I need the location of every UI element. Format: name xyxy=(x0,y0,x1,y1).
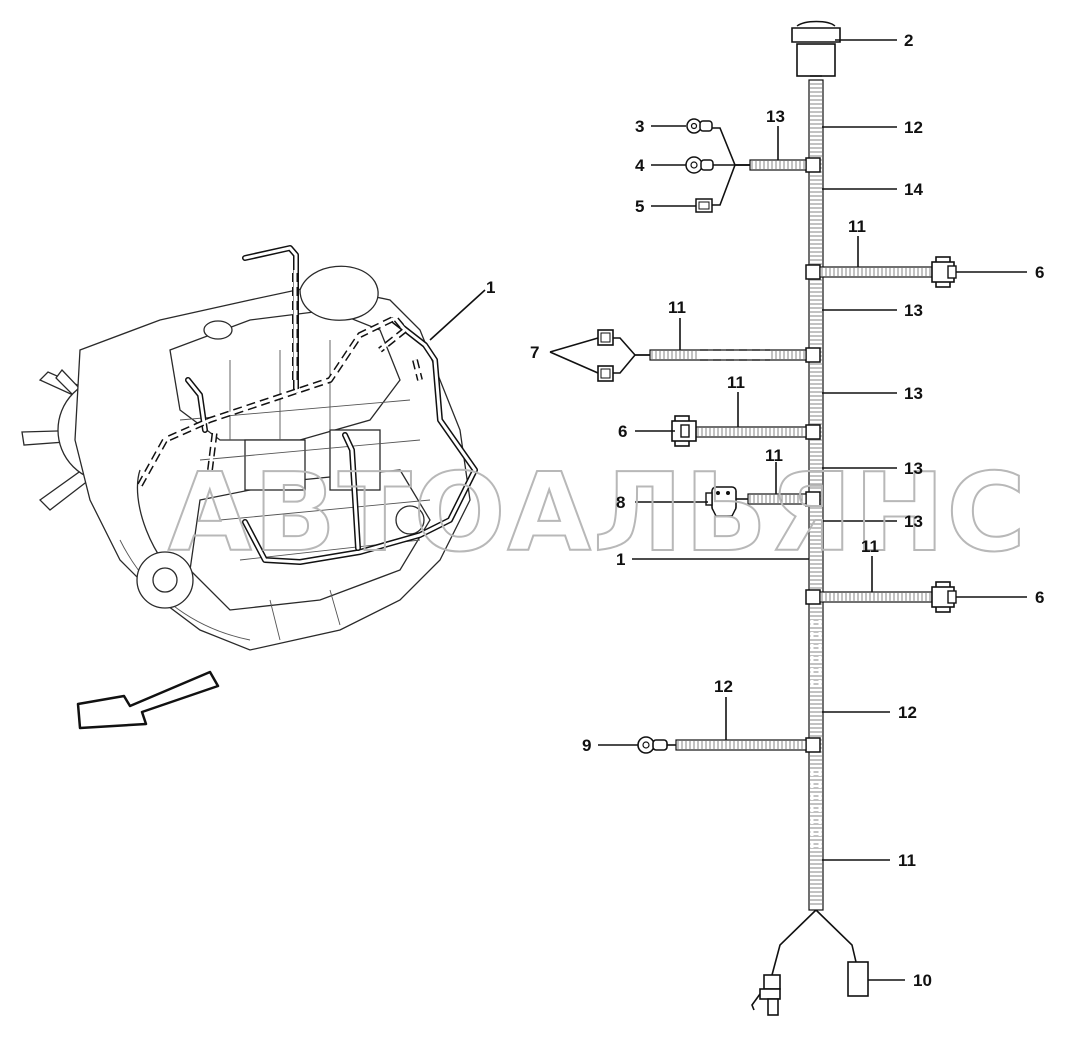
callout-1-engine: 1 xyxy=(486,278,495,297)
twin-connector-icon xyxy=(597,329,650,382)
square-terminal-icon xyxy=(695,198,713,213)
callout-13-a: 13 xyxy=(904,301,923,320)
callout-2: 2 xyxy=(904,31,913,50)
left-connector-icon xyxy=(671,415,697,447)
callout-3: 3 xyxy=(635,117,644,136)
callout-5: 5 xyxy=(635,197,644,216)
callout-1-trunk: 1 xyxy=(616,550,625,569)
callout-6-top: 6 xyxy=(1035,263,1044,282)
callout-8: 8 xyxy=(616,493,625,512)
callout-13-b: 13 xyxy=(904,384,923,403)
callout-labels: 1 2 3 4 5 6 6 6 7 8 9 10 1 11 11 11 11 1… xyxy=(486,31,1044,990)
right-connector-icon xyxy=(931,581,957,613)
bottom-split xyxy=(751,909,869,1016)
callout-11-b: 11 xyxy=(727,373,745,392)
callout-11-c: 11 xyxy=(765,446,783,465)
sensor-icon xyxy=(705,486,748,517)
callout-4: 4 xyxy=(635,156,645,175)
callout-11-a: 11 xyxy=(668,298,686,317)
main-connector xyxy=(791,20,841,77)
ring-terminal-icon xyxy=(686,118,713,134)
relay-icon xyxy=(847,961,869,997)
callout-14: 14 xyxy=(904,180,923,199)
watermark: АВТОАЛЬЯНС xyxy=(168,451,1028,576)
callout-6-mid: 6 xyxy=(618,422,627,441)
callout-7: 7 xyxy=(530,343,539,362)
callout-13-branch: 13 xyxy=(766,107,785,126)
engine-illustration xyxy=(21,245,486,651)
right-connector-icon xyxy=(931,256,957,288)
callout-11-d: 11 xyxy=(861,537,879,556)
callout-9: 9 xyxy=(582,736,591,755)
callout-6-low: 6 xyxy=(1035,588,1044,607)
callout-12-top: 12 xyxy=(904,118,923,137)
callout-13-d: 13 xyxy=(904,512,923,531)
callout-10: 10 xyxy=(913,971,932,990)
front-direction-arrow-icon xyxy=(76,670,220,730)
ring-terminal-icon xyxy=(637,736,676,754)
small-terminals xyxy=(685,118,750,213)
callout-11-top: 11 xyxy=(848,217,866,236)
callout-12-branch: 12 xyxy=(714,677,733,696)
plug-icon xyxy=(751,974,781,1016)
callout-13-c: 13 xyxy=(904,459,923,478)
ring-terminal-icon xyxy=(685,156,714,174)
leader-lines xyxy=(549,39,1027,981)
callout-12-mid: 12 xyxy=(898,703,917,722)
callout-11-bottom: 11 xyxy=(898,851,916,870)
